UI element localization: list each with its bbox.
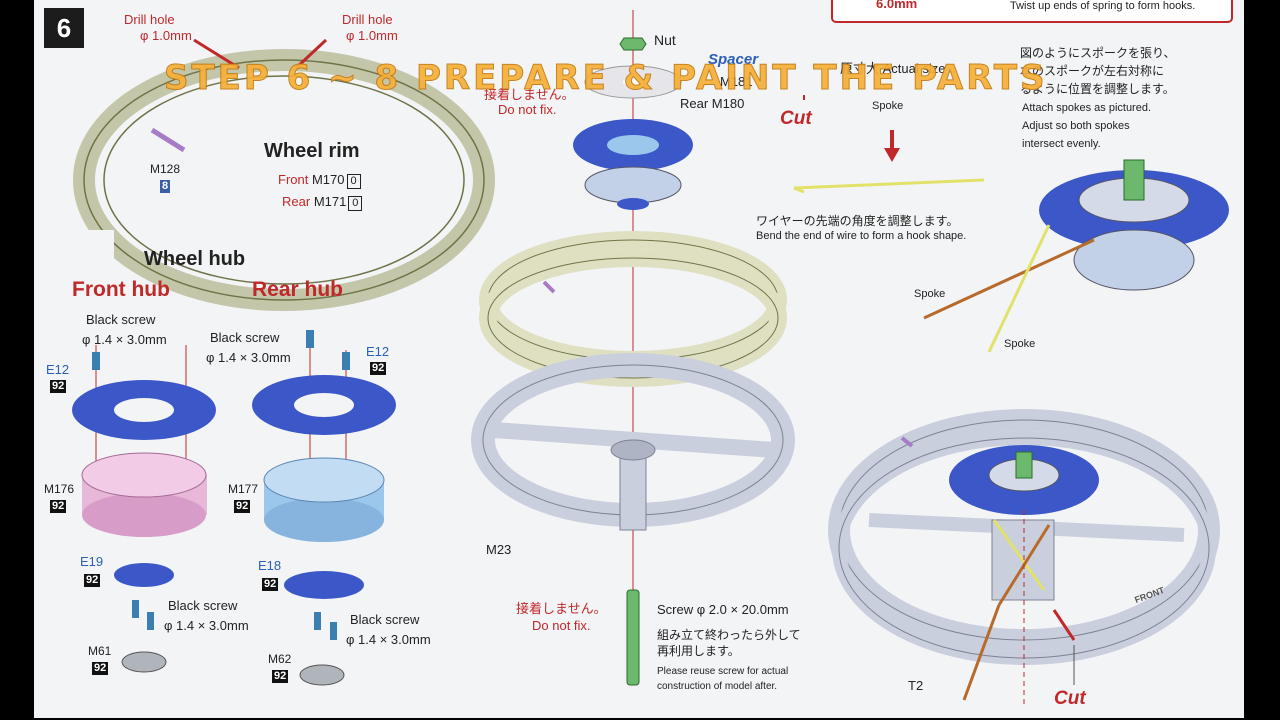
screw-en-1: Please reuse screw for actual (657, 666, 789, 677)
m128-tag: 8 (160, 180, 171, 193)
spacer-label: Spacer (708, 51, 759, 68)
drill-hole-right-size: φ 1.0mm (346, 28, 398, 43)
spring-length-value: 6.0mm (876, 0, 918, 11)
drill-hole-right-label: Drill hole (342, 12, 393, 27)
m177-label: M177 (228, 482, 259, 496)
en-instruction-1: Attach spokes as pictured. (1022, 102, 1152, 114)
e19-label: E19 (80, 554, 104, 569)
m62-tag: 92 (272, 670, 289, 683)
screw-1-label: Black screw (86, 312, 156, 327)
m176-label: M176 (44, 482, 75, 496)
e12-right-tag: 92 (370, 362, 387, 375)
cut-label-top: Cut (780, 108, 812, 129)
screw-spec: Screw φ 2.0 × 20.0mm (657, 602, 789, 617)
m128-label: M128 (150, 162, 181, 176)
screw-3-size: φ 1.4 × 3.0mm (164, 618, 249, 633)
t2-label: T2 (908, 678, 924, 693)
m177-tag: 92 (234, 500, 251, 513)
screw-4-label: Black screw (350, 612, 420, 627)
m176-tag: 92 (50, 500, 67, 513)
actual-size-label: 原寸大 Actual size (840, 61, 946, 76)
spacer-part: M181 (720, 74, 753, 89)
assembly-illustration (34, 0, 1233, 705)
screw-jp-1: 組み立て終わったら外して (657, 628, 801, 642)
wheel-rim-part (34, 38, 495, 350)
jp-instruction-1: 図のようにスポークを張り、 (1020, 46, 1176, 60)
nut-label: Nut (654, 32, 676, 48)
no-fix-bottom-en: Do not fix. (532, 618, 591, 633)
step-number-badge: 6 (44, 8, 84, 48)
m61-label: M61 (88, 644, 112, 658)
wire-jp: ワイヤーの先端の角度を調整します。 (756, 214, 959, 228)
m62-label: M62 (268, 652, 292, 666)
en-instruction-3: intersect evenly. (1022, 138, 1101, 150)
spoke-label-b: Spoke (1004, 338, 1036, 350)
e12-left-tag: 92 (50, 380, 67, 393)
m23-label: M23 (486, 542, 512, 557)
e18-label: E18 (258, 558, 282, 573)
screw-1-size: φ 1.4 × 3.0mm (82, 332, 167, 347)
wire-en: Bend the end of wire to form a hook shap… (756, 230, 967, 242)
spoke-label-top: Spoke (872, 100, 904, 112)
screw-en-2: construction of model after. (657, 681, 778, 692)
e18-tag: 92 (262, 578, 279, 591)
m61-tag: 92 (92, 662, 109, 675)
front-hub-label: Front hub (72, 278, 170, 301)
screw-2-label: Black screw (210, 330, 280, 345)
e19-tag: 92 (84, 574, 101, 587)
instruction-sheet: 6 6.0mm Twist up ends of spring to form … (34, 0, 1244, 718)
screw-3-label: Black screw (168, 598, 238, 613)
front-hub-stack (72, 345, 216, 673)
jp-instruction-2: 本のスポークが左右対称に (1020, 64, 1165, 78)
spoke-label-a: Spoke (914, 288, 946, 300)
rear-spacer-label: Rear M180 (680, 96, 745, 111)
e12-left-label: E12 (46, 362, 70, 377)
drill-hole-left-label: Drill hole (124, 12, 175, 27)
wheel-rim-title: Wheel rim (264, 140, 360, 162)
right-spoke-illustration (793, 95, 1229, 705)
rear-hub-stack (252, 330, 396, 686)
video-overlay-title: STEP 6 ~ 8 PREPARE & PAINT THE PARTS (164, 58, 1048, 99)
spring-note: Twist up ends of spring to form hooks. (1010, 0, 1196, 12)
spring-note-box (831, 0, 1233, 23)
screw-4-size: φ 1.4 × 3.0mm (346, 632, 431, 647)
center-exploded-stack (471, 10, 795, 686)
drill-hole-left-size: φ 1.0mm (140, 28, 192, 43)
drill-arrow-left (193, 38, 240, 70)
jp-instruction-3: るように位置を調整します。 (1020, 82, 1175, 96)
no-fix-top-en: Do not fix. (498, 102, 557, 117)
no-fix-bottom-jp: 接着しません。 (516, 601, 607, 616)
rear-hub-label: Rear hub (252, 278, 344, 301)
no-fix-top-jp: 接着しません。 (484, 87, 575, 102)
wheel-hub-title: Wheel hub (144, 248, 246, 270)
screw-2-size: φ 1.4 × 3.0mm (206, 350, 291, 365)
drill-arrow-right (294, 38, 328, 70)
screw-jp-2: 再利用します。 (657, 644, 740, 658)
en-instruction-2: Adjust so both spokes (1022, 120, 1130, 132)
cut-label-bottom: Cut (1054, 688, 1086, 709)
e12-right-label: E12 (366, 344, 390, 359)
